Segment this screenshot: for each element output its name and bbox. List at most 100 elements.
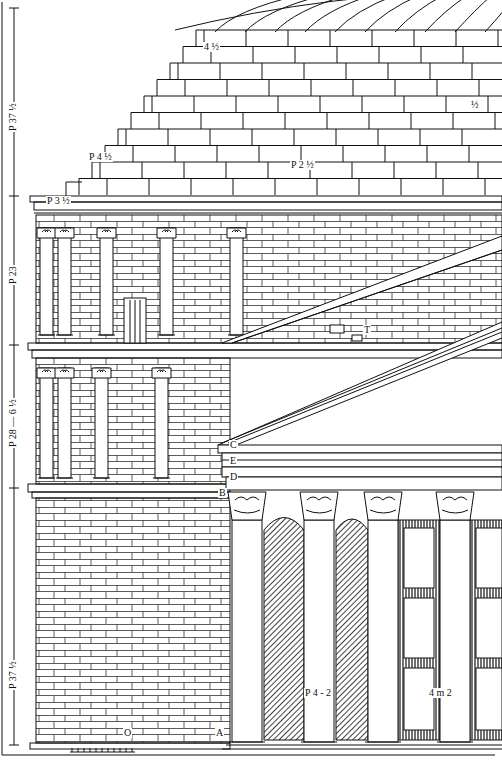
stroke xyxy=(478,162,479,179)
stroke xyxy=(79,179,502,196)
stroke xyxy=(66,182,82,196)
stroke xyxy=(230,228,243,335)
stroke xyxy=(301,742,337,743)
stroke xyxy=(259,146,260,163)
stroke xyxy=(102,230,111,232)
stroke xyxy=(295,47,296,64)
stroke xyxy=(498,30,499,47)
stroke xyxy=(118,129,502,146)
stroke xyxy=(184,162,185,179)
stroke xyxy=(359,179,360,196)
stroke xyxy=(463,47,464,64)
callout-label: D xyxy=(229,472,238,482)
callout-label: P 4 ½ xyxy=(88,152,113,162)
callout-label: 4 m 2 xyxy=(428,688,453,698)
stroke xyxy=(285,113,286,130)
stroke xyxy=(453,113,454,130)
stroke xyxy=(364,492,402,520)
stroke xyxy=(37,368,56,378)
stroke xyxy=(401,179,402,196)
stroke xyxy=(485,179,486,196)
stroke xyxy=(196,30,502,47)
stroke xyxy=(425,0,468,32)
callout-label: E xyxy=(229,456,237,466)
stroke xyxy=(152,96,153,113)
stroke xyxy=(304,520,334,742)
stroke xyxy=(60,370,69,372)
dimension-label: P 28 — 6 ½ xyxy=(8,398,18,448)
stroke xyxy=(38,478,55,479)
stroke xyxy=(420,129,421,146)
stroke xyxy=(485,0,502,32)
stroke xyxy=(245,0,324,32)
stroke xyxy=(144,96,502,113)
stroke xyxy=(226,162,227,179)
stroke xyxy=(300,492,338,520)
stroke xyxy=(178,63,179,80)
stroke xyxy=(353,80,354,97)
stroke xyxy=(368,520,398,742)
stroke xyxy=(472,63,473,80)
stroke xyxy=(42,230,51,232)
stroke xyxy=(404,96,405,113)
stroke xyxy=(126,129,127,146)
dimension-label: P 37 ½ xyxy=(8,660,18,690)
stroke xyxy=(60,230,69,232)
stroke xyxy=(102,748,103,752)
callout-label: P 3 ½ xyxy=(46,196,71,206)
stroke xyxy=(234,497,260,513)
stroke xyxy=(379,47,380,64)
stroke xyxy=(100,162,101,179)
callout-label: P 4 - 2 xyxy=(304,688,332,698)
stroke xyxy=(430,63,431,80)
stroke xyxy=(78,748,79,752)
stroke xyxy=(427,146,428,163)
stroke xyxy=(337,47,338,64)
stroke xyxy=(294,129,295,146)
stroke xyxy=(162,230,171,232)
dimension-label: P 23 xyxy=(8,265,18,285)
stroke xyxy=(479,80,480,97)
stroke xyxy=(442,497,468,513)
callout-label: A xyxy=(215,728,224,738)
stroke xyxy=(488,96,489,113)
stroke xyxy=(56,335,73,336)
callout-label: P 2 ½ xyxy=(290,160,315,170)
stroke xyxy=(194,96,195,113)
stroke xyxy=(275,0,348,32)
stroke xyxy=(175,146,176,163)
stroke xyxy=(288,30,289,47)
stroke xyxy=(155,368,168,478)
stroke xyxy=(84,748,85,752)
stroke xyxy=(229,742,265,743)
stroke xyxy=(157,228,176,238)
stroke xyxy=(92,368,111,378)
stroke xyxy=(95,368,108,478)
stroke xyxy=(185,80,186,97)
stroke xyxy=(336,129,337,146)
stroke xyxy=(40,368,53,478)
stroke xyxy=(227,80,228,97)
stroke xyxy=(96,748,97,752)
stroke xyxy=(269,80,270,97)
stroke xyxy=(126,748,127,752)
stroke xyxy=(233,179,234,196)
stroke xyxy=(56,478,73,479)
stroke xyxy=(253,47,254,64)
stroke xyxy=(385,146,386,163)
stroke xyxy=(327,113,328,130)
stroke xyxy=(149,179,150,196)
callout-label: T xyxy=(363,325,371,335)
stroke xyxy=(201,113,202,130)
stroke xyxy=(304,63,305,80)
stroke xyxy=(243,113,244,130)
stroke xyxy=(142,162,143,179)
stroke xyxy=(183,47,502,64)
stroke xyxy=(343,146,344,163)
stroke xyxy=(158,335,175,336)
stroke xyxy=(42,370,51,372)
stroke xyxy=(157,80,502,97)
stroke xyxy=(437,80,438,97)
stroke xyxy=(210,129,211,146)
